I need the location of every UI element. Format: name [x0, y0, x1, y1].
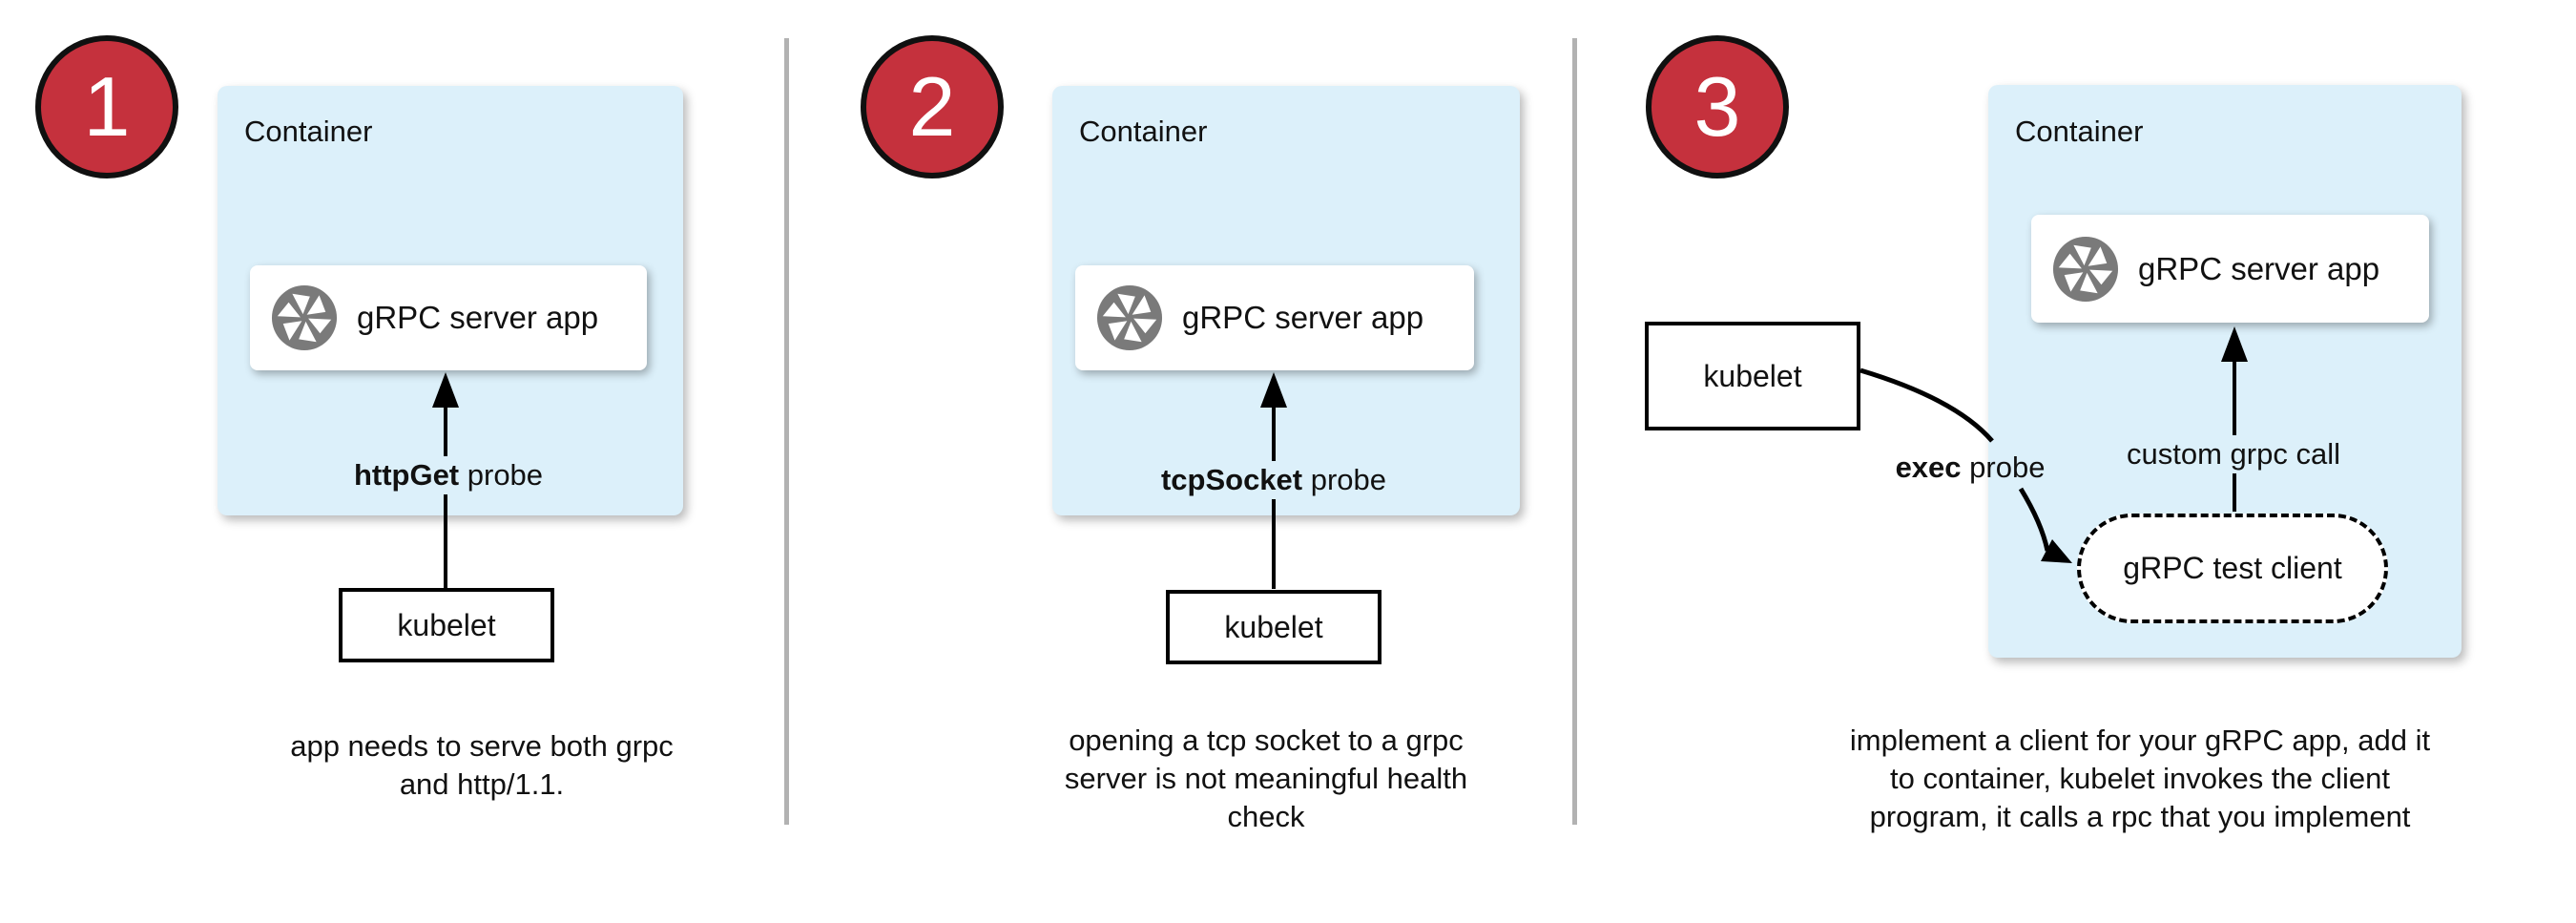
- probe-type: httpGet: [353, 458, 460, 492]
- panel-divider-1: [784, 38, 789, 825]
- grpc-test-client-label: gRPC test client: [2123, 551, 2342, 585]
- panel-divider-2: [1572, 38, 1577, 825]
- caption-line: and http/1.1.: [399, 767, 565, 801]
- caption-line: app needs to serve both grpc: [290, 729, 674, 763]
- probe-type: tcpSocket: [1160, 463, 1303, 496]
- custom-grpc-call-label: custom grpc call: [2095, 435, 2372, 473]
- container-label-1: Container: [244, 115, 373, 148]
- aperture-icon: [271, 284, 338, 351]
- caption-line: program, it calls a rpc that you impleme…: [1869, 800, 2411, 833]
- step-badge-1: 1: [35, 35, 178, 178]
- probe-label-1: httpGet probe: [315, 456, 582, 494]
- probe-word: probe: [1302, 463, 1387, 496]
- step-number: 2: [908, 59, 956, 154]
- probe-word: probe: [459, 458, 544, 492]
- kubelet-box-1: kubelet: [339, 588, 554, 662]
- aperture-icon: [1096, 284, 1163, 351]
- grpc-server-app-box-2: gRPC server app: [1075, 265, 1474, 370]
- grpc-server-app-box-1: gRPC server app: [250, 265, 647, 370]
- step-number: 3: [1693, 59, 1741, 154]
- container-label-2: Container: [1079, 115, 1208, 148]
- grpc-server-app-label: gRPC server app: [2138, 250, 2380, 286]
- step-badge-2: 2: [861, 35, 1004, 178]
- kubelet-label: kubelet: [397, 607, 496, 642]
- step-badge-3: 3: [1646, 35, 1789, 178]
- caption-line: server is not meaningful health: [1064, 762, 1468, 795]
- probe-label-2: tcpSocket probe: [1126, 461, 1422, 499]
- grpc-test-client-oval: gRPC test client: [2077, 514, 2388, 623]
- grpc-server-app-label: gRPC server app: [1182, 300, 1424, 335]
- exec-arrow-curve-upper: [1859, 367, 1994, 443]
- grpc-server-app-box-3: gRPC server app: [2031, 215, 2429, 323]
- kubelet-label: kubelet: [1224, 609, 1323, 644]
- step-number: 1: [83, 59, 131, 154]
- caption-line: to container, kubelet invokes the client: [1890, 762, 2390, 795]
- kubelet-box-3: kubelet: [1645, 322, 1860, 430]
- caption-1: app needs to serve both grpc and http/1.…: [219, 727, 744, 804]
- caption-line: check: [1227, 800, 1305, 833]
- caption-line: implement a client for your gRPC app, ad…: [1849, 724, 2431, 757]
- caption-2: opening a tcp socket to a grpc server is…: [1004, 722, 1528, 836]
- probe-label-3: exec probe: [1870, 449, 2070, 487]
- aperture-icon: [2052, 236, 2119, 302]
- probe-type: exec: [1895, 451, 1962, 484]
- grpc-server-app-label: gRPC server app: [357, 300, 599, 335]
- caption-3: implement a client for your gRPC app, ad…: [1806, 722, 2474, 836]
- caption-line: opening a tcp socket to a grpc: [1069, 724, 1464, 757]
- kubelet-label: kubelet: [1703, 358, 1802, 393]
- probe-word: probe: [1961, 451, 2046, 484]
- container-label-3: Container: [2015, 115, 2144, 148]
- kubelet-box-2: kubelet: [1166, 590, 1381, 664]
